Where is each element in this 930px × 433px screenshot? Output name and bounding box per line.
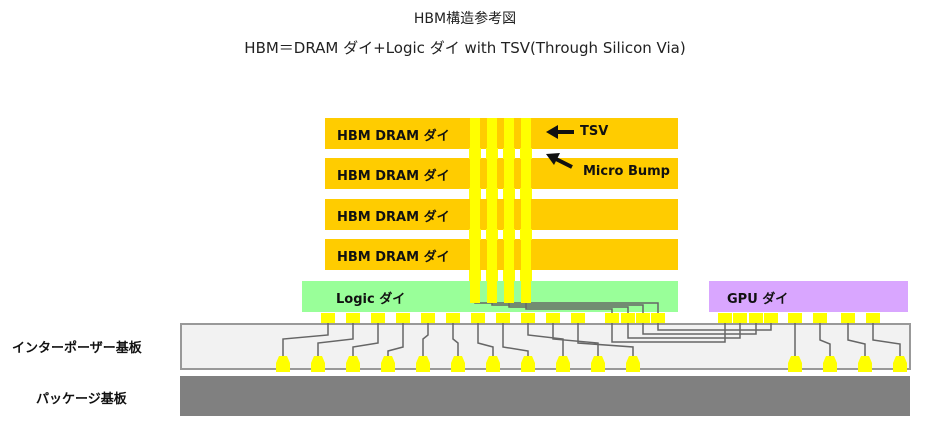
interposer [180, 323, 911, 370]
c4-bump [486, 356, 500, 372]
micro-bump [788, 313, 802, 323]
interposer-wire [282, 322, 329, 360]
interposer-wire [502, 322, 529, 360]
tsv-arrow-icon [546, 125, 574, 139]
logic-gpu-wire [642, 322, 757, 335]
micro-bump [469, 148, 481, 159]
hbm-dram-die-4: HBM DRAM ダイ [325, 239, 678, 270]
micro-bump [521, 313, 535, 323]
gpu-wire [819, 322, 831, 360]
package-label: パッケージ基板 [36, 392, 127, 407]
dram-label: HBM DRAM ダイ [337, 250, 450, 265]
c4-bump [521, 356, 535, 372]
micro-bump [486, 148, 498, 159]
tsv [504, 118, 514, 303]
hbm-dram-die-2: HBM DRAM ダイ [325, 158, 678, 189]
interposer-wire [577, 322, 634, 360]
c4-bump [276, 356, 290, 372]
micro-bump [520, 188, 532, 199]
c4-bump [591, 356, 605, 372]
micro-bump [371, 313, 385, 323]
micro-bump [520, 148, 532, 159]
micro-bump [571, 313, 585, 323]
tsv-wire [525, 300, 613, 314]
micro-bump [469, 188, 481, 199]
hbm-dram-die-3: HBM DRAM ダイ [325, 199, 678, 230]
micro-bump [486, 229, 498, 240]
interposer-wire [317, 322, 354, 360]
c4-bump [416, 356, 430, 372]
tsv-label: TSV [580, 124, 609, 139]
micro-bump [469, 229, 481, 240]
micro-bump [651, 313, 665, 323]
micro-bump [396, 313, 410, 323]
micro-bump [636, 313, 650, 323]
micro-bump [503, 148, 515, 159]
interposer-wire [552, 322, 599, 360]
c4-bump [346, 356, 360, 372]
micro-bump-arrow-icon [546, 153, 573, 169]
micro-bump [496, 313, 510, 323]
micro-bump [733, 313, 747, 323]
logic-die-label: Logic ダイ [336, 292, 406, 307]
logic-gpu-wire [611, 322, 726, 343]
micro-bump [813, 313, 827, 323]
dram-label: HBM DRAM ダイ [337, 129, 450, 144]
c4-bump [626, 356, 640, 372]
logic-gpu-wire [657, 322, 772, 331]
micro-bump [503, 188, 515, 199]
diagram-subtitle: HBM＝DRAM ダイ+Logic ダイ with TSV(Through Si… [244, 39, 686, 57]
c4-bump [823, 356, 837, 372]
interposer-wire [477, 322, 494, 360]
c4-bump [788, 356, 802, 372]
interposer-label: インターポーザー基板 [12, 341, 142, 356]
interposer-wire [422, 322, 429, 360]
interposer-wire [452, 322, 459, 360]
hbm-dram-die-1: HBM DRAM ダイ [325, 118, 678, 149]
micro-bump [605, 313, 619, 323]
gpu-wire [872, 322, 901, 360]
interposer-wire [527, 322, 564, 360]
micro-bump [749, 313, 763, 323]
c4-bump [381, 356, 395, 372]
micro-bump [469, 270, 481, 281]
micro-bump [321, 313, 335, 323]
package-substrate [180, 376, 910, 416]
micro-bump [486, 270, 498, 281]
dram-label: HBM DRAM ダイ [337, 169, 450, 184]
c4-bump [893, 356, 907, 372]
micro-bump [866, 313, 880, 323]
tsv [487, 118, 497, 303]
interposer-wire [352, 322, 379, 360]
c4-bump [311, 356, 325, 372]
micro-bump-label: Micro Bump [583, 164, 670, 179]
micro-bump [446, 313, 460, 323]
micro-bump [520, 229, 532, 240]
micro-bump [503, 270, 515, 281]
dram-label: HBM DRAM ダイ [337, 210, 450, 225]
c4-bump [858, 356, 872, 372]
gpu-die: GPU ダイ [709, 281, 908, 312]
tsv [470, 118, 480, 303]
c4-bump [556, 356, 570, 372]
micro-bump [546, 313, 560, 323]
c4-bump [451, 356, 465, 372]
micro-bump [421, 313, 435, 323]
micro-bump [718, 313, 732, 323]
gpu-die-label: GPU ダイ [727, 292, 789, 307]
micro-bump [764, 313, 778, 323]
interposer-wire [387, 322, 404, 360]
tsv [521, 118, 531, 303]
micro-bump [471, 313, 485, 323]
micro-bump [503, 229, 515, 240]
micro-bump [486, 188, 498, 199]
micro-bump [346, 313, 360, 323]
tsv-wire [508, 300, 629, 314]
micro-bump [621, 313, 635, 323]
diagram-title: HBM構造参考図 [413, 11, 517, 27]
micro-bump [841, 313, 855, 323]
gpu-wire [847, 322, 866, 360]
micro-bump [520, 270, 532, 281]
